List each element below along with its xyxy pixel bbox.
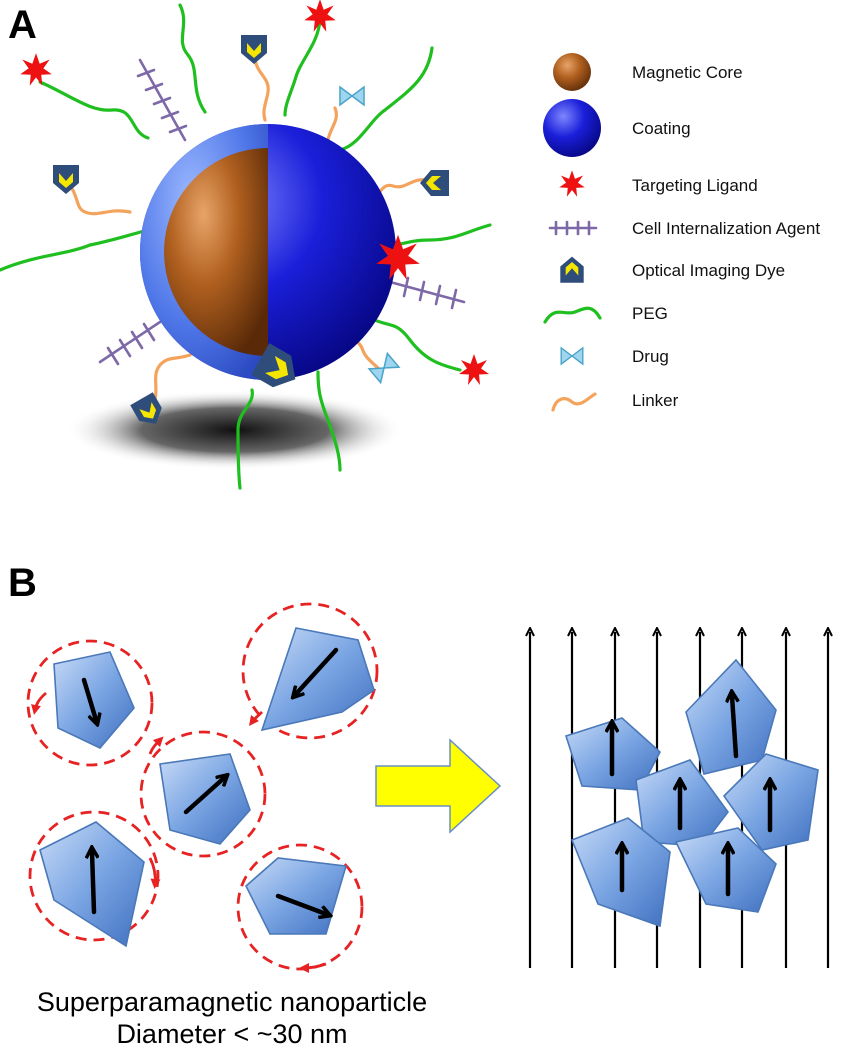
cell-internalization-agent-icon: [548, 220, 598, 236]
panel-a-label: A: [8, 3, 37, 47]
caption-line-1: Superparamagnetic nanoparticle: [37, 987, 427, 1017]
crystal: [245, 857, 348, 935]
legend: Magnetic Core Coating Targeting Ligand C…: [543, 53, 820, 412]
linker-icon: [551, 392, 597, 412]
crystal: [159, 753, 251, 845]
cell-internalization-agents: [98, 58, 466, 366]
random-nanoparticles: [26, 602, 379, 973]
nanoparticle: [140, 124, 396, 380]
targeting-ligand-icon: [559, 170, 585, 197]
peg-icon: [543, 306, 602, 324]
aligned-nanoparticles: [530, 632, 828, 968]
magnetic-core: [164, 148, 268, 356]
legend-label-drug: Drug: [632, 347, 669, 366]
crystal: [260, 627, 375, 732]
rotation-circle: [241, 602, 379, 740]
legend-label-magnetic-core: Magnetic Core: [632, 63, 743, 82]
particle-shadow: [65, 390, 405, 470]
legend-label-linker: Linker: [632, 391, 679, 410]
magnetic-core-icon: [553, 53, 591, 91]
legend-label-optical-imaging-dye: Optical Imaging Dye: [632, 261, 785, 280]
rotation-circle: [139, 730, 267, 858]
legend-label-cell-internalization-agent: Cell Internalization Agent: [632, 219, 820, 238]
coating-icon: [543, 99, 601, 157]
rotation-circle: [26, 639, 154, 767]
crystal: [685, 658, 777, 775]
legend-label-coating: Coating: [632, 119, 691, 138]
optical-imaging-dye-icon: [560, 256, 584, 283]
legend-label-targeting-ligand: Targeting Ligand: [632, 176, 758, 195]
legend-label-peg: PEG: [632, 304, 668, 323]
rotation-circle: [28, 810, 160, 942]
caption-line-2: Diameter < ~30 nm: [116, 1019, 347, 1049]
panel-b-label: B: [8, 561, 37, 605]
yellow-arrow-icon: [375, 738, 502, 834]
drug-icon: [560, 347, 584, 365]
crystal: [53, 651, 135, 749]
